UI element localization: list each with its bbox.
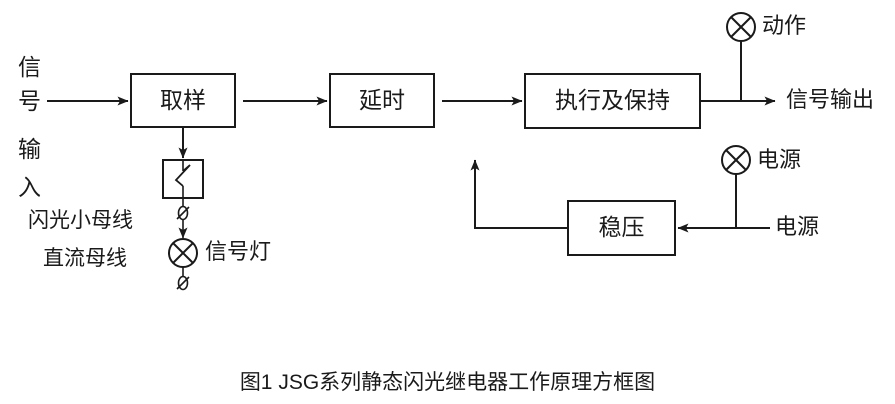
figure-caption: 图1 JSG系列静态闪光继电器工作原理方框图	[239, 371, 656, 394]
arrow-regulator-feedback	[470, 159, 568, 229]
signal-lamp-cross-2	[172, 242, 194, 264]
power-lamp-cross-2	[725, 149, 747, 171]
block-voltage-regulator-rect	[567, 200, 676, 256]
action-lamp-cross-2	[730, 16, 752, 38]
terminal-flash-bus-icon	[177, 205, 189, 221]
block-sampling-rect	[130, 73, 236, 128]
block-label-delay: 延时	[359, 87, 405, 113]
action-lamp-label: 动作	[762, 13, 807, 38]
power-source-label: 电源	[775, 214, 820, 239]
terminal-dc-bus-icon	[177, 275, 189, 291]
input-label-char-1: 号	[18, 88, 41, 114]
dc-bus-label: 直流母线	[43, 247, 127, 270]
flash-bus-label: 闪光小母线	[28, 209, 133, 232]
block-label-sampling: 取样	[160, 87, 206, 113]
power-lamp-label: 电源	[757, 147, 802, 172]
block-execute-hold-rect	[524, 73, 701, 129]
signal-lamp-label: 信号灯	[205, 239, 272, 264]
input-label-char-3: 入	[18, 174, 41, 200]
block-label-execute-hold: 执行及保持	[555, 87, 670, 113]
block-delay-rect	[329, 73, 435, 128]
signal-output-label: 信号输出	[786, 87, 875, 112]
relay-contact-blade-icon	[174, 164, 191, 187]
block-label-voltage-regulator: 稳压	[598, 214, 645, 240]
input-label-char-0: 信	[18, 54, 41, 80]
terminal-dc-bus-slash-icon	[176, 276, 190, 290]
input-label-char-2: 输	[18, 136, 41, 162]
terminal-flash-bus-slash-icon	[176, 206, 190, 220]
